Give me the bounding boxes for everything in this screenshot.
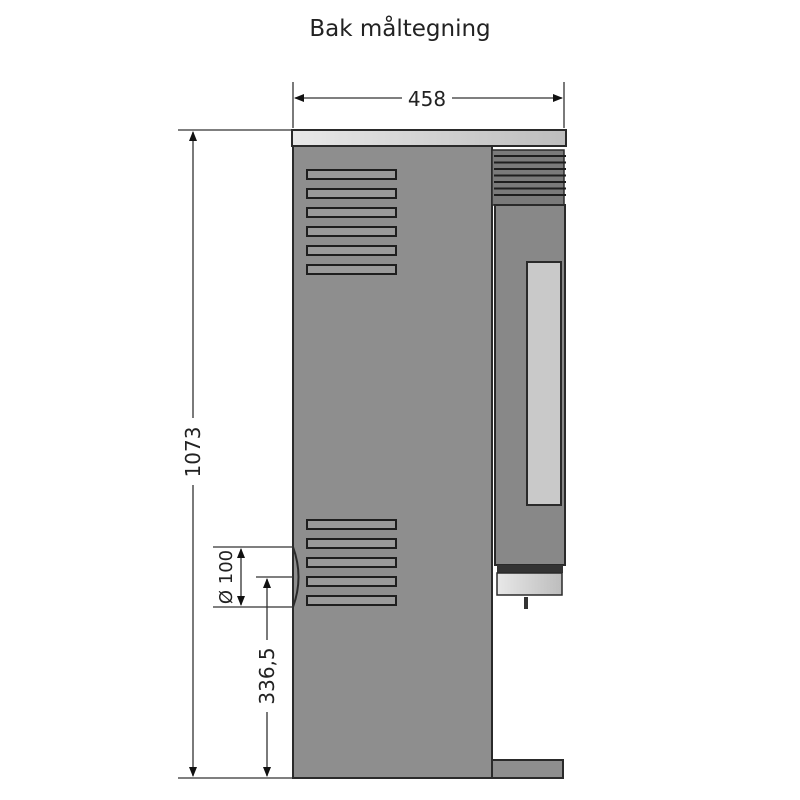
width-label: 458 xyxy=(408,87,446,111)
flue-diameter-label: Ø 100 xyxy=(216,550,237,604)
vent-slot xyxy=(306,207,397,218)
vent-slot xyxy=(306,169,397,180)
height-dimension xyxy=(178,129,292,779)
vent-slot xyxy=(306,538,397,549)
vent-slot xyxy=(306,519,397,530)
stove-body xyxy=(292,145,493,779)
top-plate xyxy=(291,129,567,147)
lower-panel xyxy=(496,572,563,596)
flue-diameter-dimension xyxy=(213,546,293,608)
vent-slot xyxy=(306,226,397,237)
vent-slot xyxy=(306,264,397,275)
top-grille xyxy=(491,149,566,206)
flue-outlet xyxy=(292,546,300,608)
vent-slot xyxy=(306,245,397,256)
ash-strip xyxy=(497,565,563,573)
vent-slot xyxy=(306,576,397,587)
vent-slot xyxy=(306,557,397,568)
base-plinth xyxy=(491,759,564,779)
width-dimension xyxy=(292,82,565,128)
height-label: 1073 xyxy=(181,427,205,478)
side-window xyxy=(526,261,562,506)
vent-slot xyxy=(306,595,397,606)
flue-height-label: 336,5 xyxy=(255,647,279,704)
vent-slot xyxy=(306,188,397,199)
diagram-title: Bak måltegning xyxy=(309,16,491,42)
vent-slots xyxy=(306,169,397,606)
leg-stub xyxy=(524,597,528,609)
flue-height-dimension xyxy=(256,576,293,777)
